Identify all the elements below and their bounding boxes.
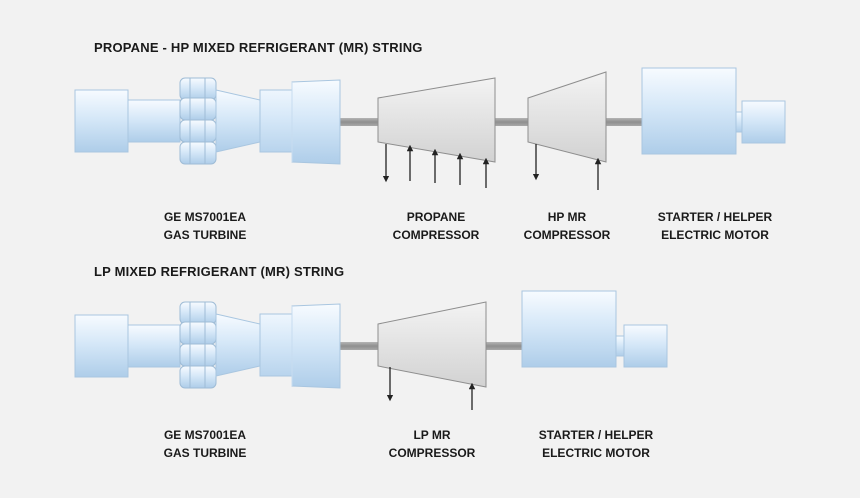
string-1-title: PROPANE - HP MIXED REFRIGERANT (MR) STRI… bbox=[94, 40, 423, 55]
shaft bbox=[340, 342, 380, 350]
string-2-title: LP MIXED REFRIGERANT (MR) STRING bbox=[94, 264, 345, 279]
shaft bbox=[486, 342, 524, 350]
label-line: ELECTRIC MOTOR bbox=[661, 228, 769, 242]
label-line: COMPRESSOR bbox=[523, 228, 611, 242]
label-line: GE MS7001EA bbox=[163, 428, 247, 442]
gas-turbine-label: GE MS7001EA GAS TURBINE bbox=[164, 208, 247, 244]
turbine-exhaust bbox=[259, 79, 341, 165]
label-line: STARTER / HELPER bbox=[657, 210, 773, 224]
electric-motor-label: STARTER / HELPER ELECTRIC MOTOR bbox=[539, 426, 653, 462]
label-line: STARTER / HELPER bbox=[538, 428, 654, 442]
turbine-combustor-cans bbox=[179, 77, 217, 165]
shaft bbox=[606, 118, 644, 126]
string-2 bbox=[74, 290, 668, 410]
label-line: GE MS7001EA bbox=[163, 210, 247, 224]
turbine-section bbox=[215, 313, 261, 377]
label-line: ELECTRIC MOTOR bbox=[542, 446, 650, 460]
label-line: GAS TURBINE bbox=[163, 228, 247, 242]
compressor-body bbox=[377, 301, 487, 388]
gas-turbine-label: GE MS7001EA GAS TURBINE bbox=[164, 426, 247, 462]
gas-turbine bbox=[74, 77, 341, 165]
compressor-body bbox=[377, 77, 496, 163]
motor-exciter bbox=[741, 100, 786, 144]
motor-exciter bbox=[623, 324, 668, 368]
shaft bbox=[495, 118, 530, 126]
turbine-inlet-neck bbox=[127, 324, 181, 368]
hp-mr-compressor-label: HP MR COMPRESSOR bbox=[524, 208, 611, 244]
motor-body bbox=[641, 67, 737, 155]
propane-compressor bbox=[377, 77, 496, 188]
turbine-inlet bbox=[74, 314, 129, 378]
label-line: COMPRESSOR bbox=[392, 228, 480, 242]
turbine-section bbox=[215, 89, 261, 153]
label-line: PROPANE bbox=[406, 210, 466, 224]
turbine-inlet-neck bbox=[127, 99, 181, 143]
label-line: COMPRESSOR bbox=[388, 446, 476, 460]
lp-mr-compressor-label: LP MR COMPRESSOR bbox=[389, 426, 476, 462]
propane-compressor-label: PROPANE COMPRESSOR bbox=[393, 208, 480, 244]
shaft bbox=[340, 118, 380, 126]
electric-motor bbox=[521, 290, 668, 368]
motor-coupling bbox=[735, 111, 743, 133]
turbine-inlet bbox=[74, 89, 129, 153]
hp-mr-compressor bbox=[527, 71, 607, 190]
label-line: GAS TURBINE bbox=[163, 446, 247, 460]
label-line: HP MR bbox=[547, 210, 587, 224]
compressor-body bbox=[527, 71, 607, 163]
turbine-exhaust bbox=[259, 303, 341, 389]
gas-turbine bbox=[74, 301, 341, 389]
label-line: LP MR bbox=[413, 428, 451, 442]
lp-mr-compressor bbox=[377, 301, 487, 410]
electric-motor bbox=[641, 67, 786, 155]
string-1 bbox=[74, 67, 786, 190]
electric-motor-label: STARTER / HELPER ELECTRIC MOTOR bbox=[658, 208, 772, 244]
motor-body bbox=[521, 290, 617, 368]
turbine-combustor-cans bbox=[179, 301, 217, 389]
motor-coupling bbox=[615, 335, 625, 357]
